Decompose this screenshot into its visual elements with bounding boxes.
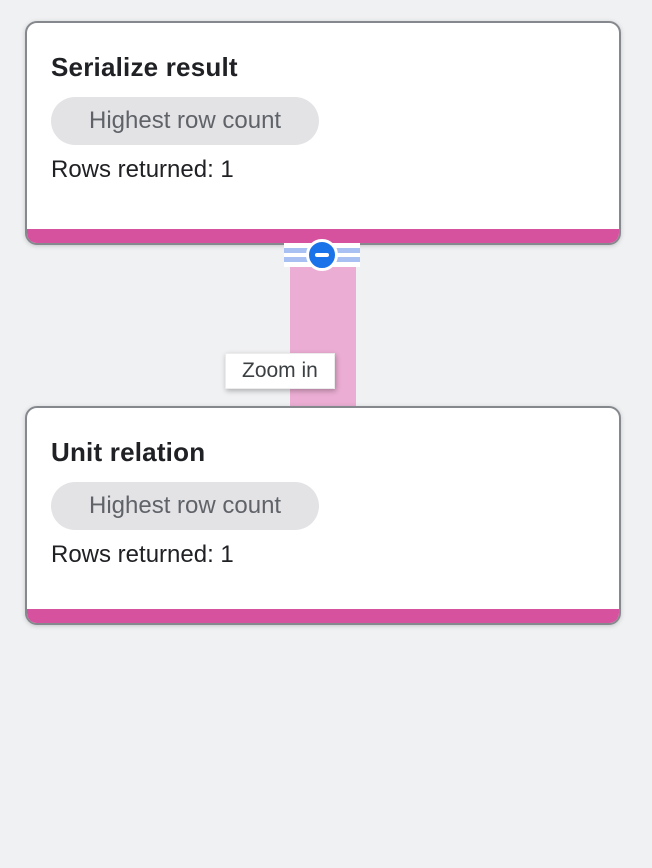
collapse-button[interactable]: [306, 239, 338, 271]
node-title: Unit relation: [51, 437, 206, 467]
zoom-in-tooltip: Zoom in: [225, 353, 335, 389]
tooltip-label: Zoom in: [242, 359, 318, 382]
node-badge-highest-row-count: Highest row count: [51, 482, 320, 530]
node-rows-returned: Rows returned: 1: [51, 541, 234, 568]
node-badge-highest-row-count: Highest row count: [51, 97, 320, 145]
node-accent-bar: [27, 229, 619, 243]
plan-node-unit-relation[interactable]: Unit relation Highest row count Rows ret…: [25, 406, 621, 625]
node-rows-returned: Rows returned: 1: [51, 156, 234, 183]
minus-icon: [315, 253, 329, 257]
node-title: Serialize result: [51, 52, 238, 82]
node-accent-bar: [27, 609, 619, 623]
plan-node-serialize-result[interactable]: Serialize result Highest row count Rows …: [25, 21, 621, 245]
